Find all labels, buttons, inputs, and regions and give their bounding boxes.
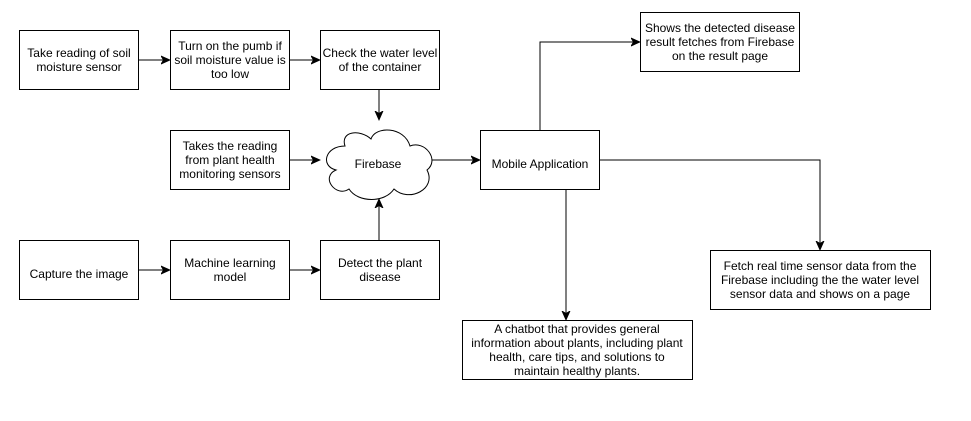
label-line: model bbox=[214, 270, 247, 284]
label-line: Take reading of soil bbox=[27, 46, 130, 60]
label-line: health, care tips, and solutions to bbox=[489, 350, 665, 364]
label-line: of the container bbox=[339, 60, 422, 74]
label-line: too low bbox=[211, 67, 249, 81]
node-firebase-label: Firebase bbox=[355, 157, 402, 171]
label-line: A chatbot that provides general bbox=[494, 322, 659, 336]
node-mobile-app: Mobile Application bbox=[480, 130, 600, 190]
label-line: Takes the reading bbox=[183, 139, 278, 153]
label-line: moisture sensor bbox=[36, 60, 121, 74]
label-line: Shows the detected disease bbox=[645, 21, 795, 35]
node-mobile-app-label: Mobile Application bbox=[492, 157, 589, 171]
label-line: Capture the image bbox=[30, 267, 129, 281]
firebase-cloud-icon bbox=[326, 129, 433, 200]
label-line: on the result page bbox=[672, 49, 768, 63]
label-line: Detect the plant bbox=[338, 256, 423, 270]
edge-mobile-app-to-disease-result bbox=[539, 42, 639, 130]
label-line: monitoring sensors bbox=[179, 167, 280, 181]
label-line: Firebase bbox=[355, 157, 402, 171]
diagram-edges bbox=[139, 42, 820, 319]
label-line: Firebase including the the water level bbox=[721, 273, 919, 287]
label-line: Turn on the pumb if bbox=[178, 39, 282, 53]
label-line: sensor data and shows on a page bbox=[730, 287, 910, 301]
node-capture-image: Capture the image bbox=[19, 240, 139, 300]
label-line: Mobile Application bbox=[492, 157, 589, 171]
label-line: Machine learning bbox=[184, 256, 275, 270]
label-line: soil moisture value is bbox=[174, 53, 285, 67]
label-line: from plant health bbox=[185, 153, 274, 167]
label-line: disease bbox=[359, 270, 401, 284]
label-line: Fetch real time sensor data from the bbox=[724, 259, 917, 273]
node-capture-image-label: Capture the image bbox=[30, 267, 129, 281]
edge-mobile-app-to-sensor-data-page bbox=[600, 159, 820, 249]
label-line: maintain healthy plants. bbox=[514, 364, 640, 378]
node-firebase: Firebase bbox=[326, 129, 433, 200]
label-line: Check the water level bbox=[323, 46, 438, 60]
label-line: information about plants, including plan… bbox=[471, 336, 683, 350]
label-line: result fetches from Firebase bbox=[646, 35, 795, 49]
